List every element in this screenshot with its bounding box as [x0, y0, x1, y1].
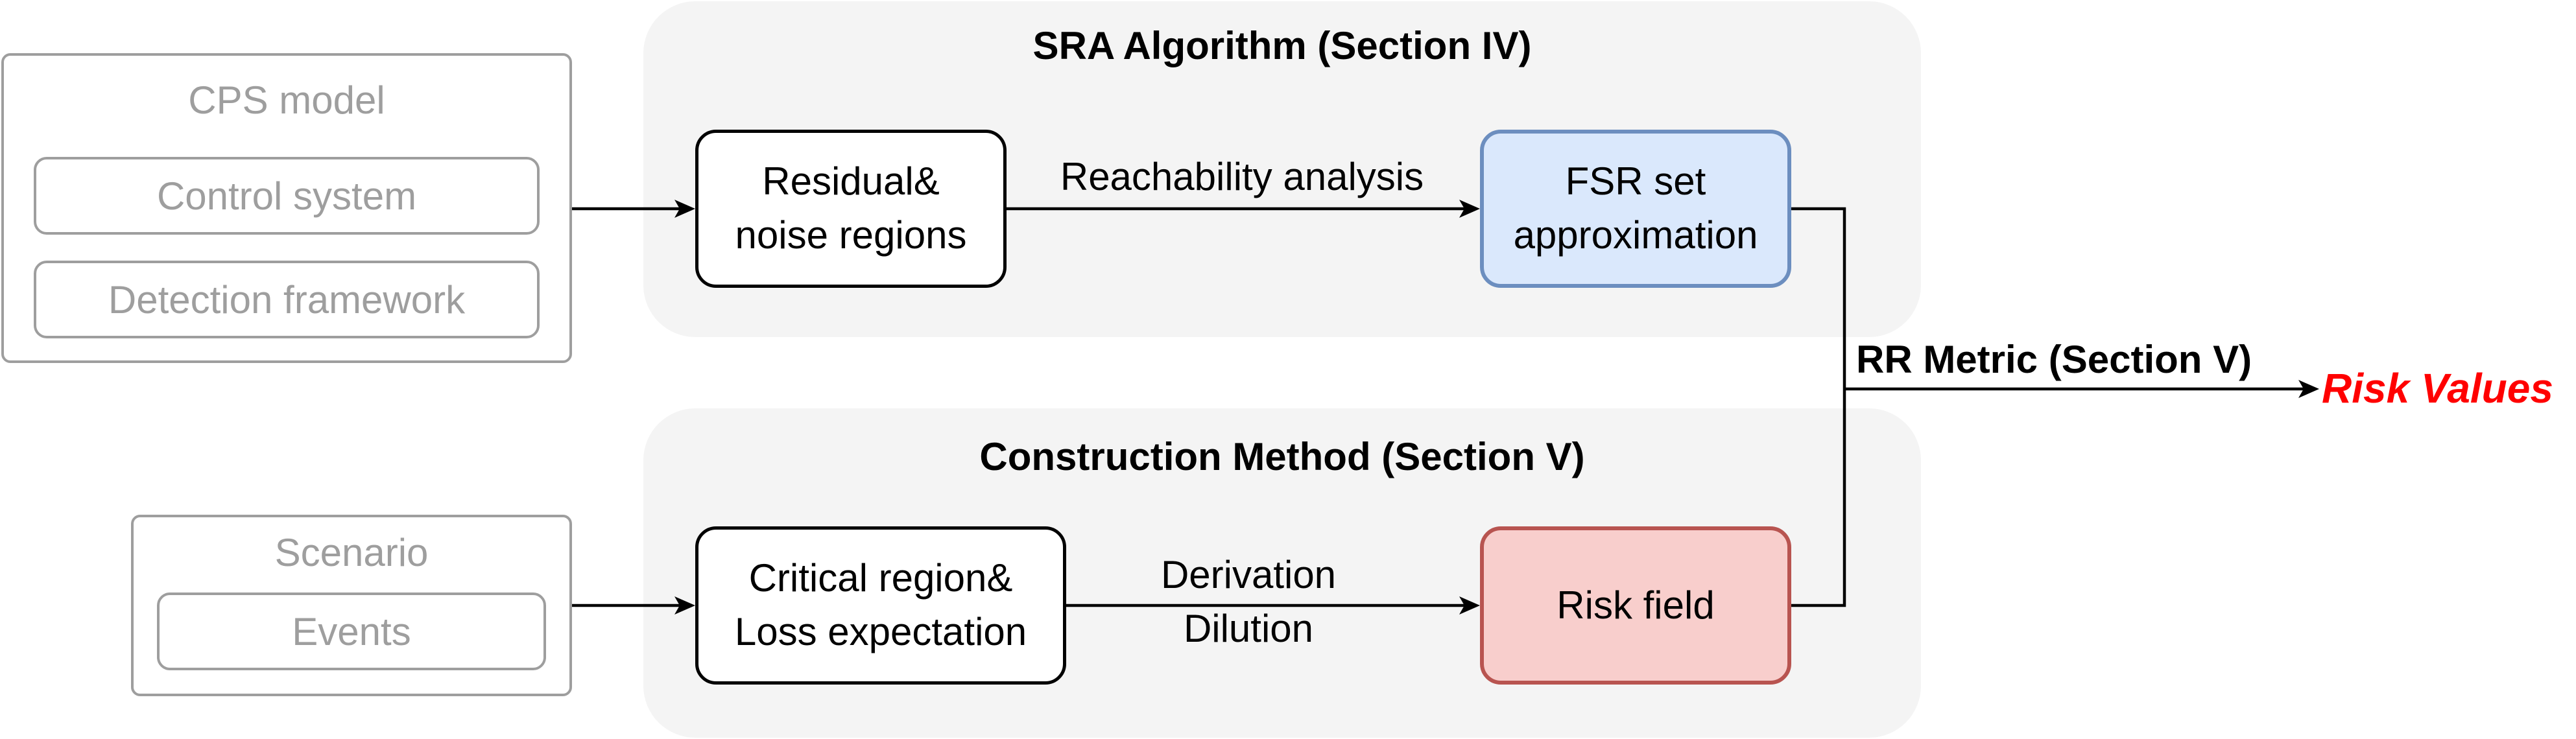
risk-values-output: Risk Values — [2322, 365, 2553, 412]
reachability-arrowhead — [1459, 200, 1480, 218]
fsr-set-approximation-label: FSR set approximation — [1513, 159, 1758, 257]
dilution-label: Dilution — [1183, 607, 1314, 650]
construction-method-panel-title: Construction Method (Section V) — [979, 435, 1585, 478]
fsr-to-merge-connector — [1791, 207, 1846, 389]
rr-metric-label: RR Metric (Section V) — [1856, 338, 2252, 381]
sra-algorithm-panel-title: SRA Algorithm (Section IV) — [1032, 24, 1532, 67]
risk-field-to-merge-connector — [1791, 389, 1846, 607]
scenario-to-critical-arrowhead — [674, 596, 695, 615]
derivation-dilution-arrowhead — [1459, 596, 1480, 615]
derivation-label: Derivation — [1160, 553, 1337, 596]
risk-field-node: Risk field — [1480, 526, 1791, 685]
reachability-analysis-label: Reachability analysis — [1060, 155, 1424, 198]
cps-model-title: CPS model — [188, 78, 385, 122]
detection-framework-item: Detection framework — [34, 261, 540, 338]
scenario-title: Scenario — [274, 531, 429, 574]
residual-noise-regions-node: Residual& noise regions — [695, 130, 1007, 288]
critical-region-loss-expectation-node: Critical region& Loss expectation — [695, 526, 1066, 685]
fsr-set-approximation-node: FSR set approximation — [1480, 130, 1791, 288]
events-item: Events — [157, 592, 546, 670]
cps-to-residual-arrowhead — [674, 200, 695, 218]
residual-noise-regions-label: Residual& noise regions — [735, 159, 967, 257]
control-system-item: Control system — [34, 157, 540, 235]
critical-region-loss-expectation-label: Critical region& Loss expectation — [734, 556, 1027, 653]
rr-metric-arrowhead — [2298, 380, 2319, 398]
risk-field-label: Risk field — [1556, 583, 1715, 627]
